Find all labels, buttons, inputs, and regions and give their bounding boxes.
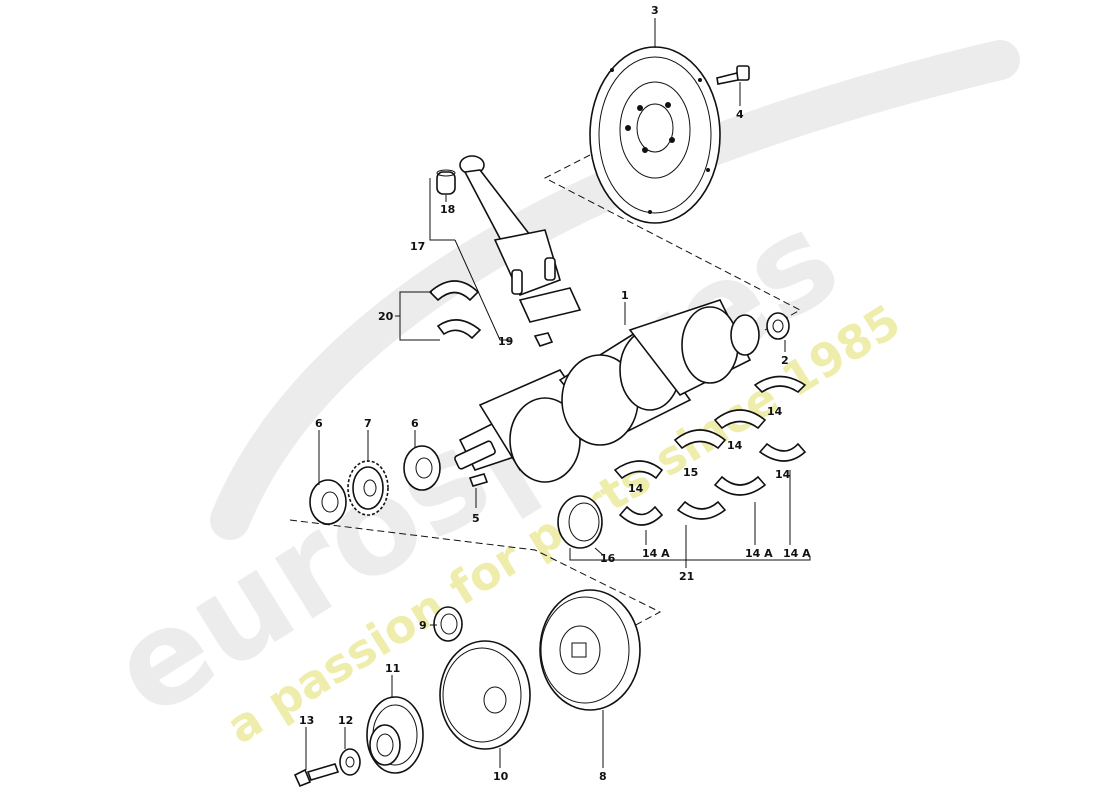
label-9: 9 xyxy=(419,619,427,632)
label-5: 5 xyxy=(472,512,480,525)
flywheel-bolt xyxy=(716,65,750,85)
label-11: 11 xyxy=(385,662,400,675)
part-labels: 3 4 1 2 18 17 20 19 6 7 6 5 14 14 14 14 … xyxy=(299,4,811,783)
pulley-hub xyxy=(366,696,424,774)
leader-lines xyxy=(305,18,811,770)
label-13: 13 xyxy=(299,714,314,727)
label-21: 21 xyxy=(679,570,694,583)
crankshaft xyxy=(454,299,760,483)
label-8: 8 xyxy=(599,770,607,783)
rod-bearing-shells xyxy=(428,280,482,340)
label-14-d: 14 xyxy=(628,482,644,495)
connecting-rod xyxy=(459,155,582,323)
label-16: 16 xyxy=(600,552,616,565)
label-14-a: 14 xyxy=(767,405,783,418)
label-15: 15 xyxy=(683,466,698,479)
flywheel xyxy=(589,46,721,224)
label-14A-b: 14 A xyxy=(745,547,773,560)
label-12: 12 xyxy=(338,714,353,727)
rod-nut xyxy=(533,332,554,347)
spacer-ring xyxy=(433,606,463,642)
label-6-right: 6 xyxy=(411,417,419,430)
label-18: 18 xyxy=(440,203,455,216)
woodruff-key xyxy=(468,473,489,487)
thrust-bearing-ring xyxy=(557,495,603,549)
main-bearing-shells xyxy=(613,375,807,526)
label-6-left: 6 xyxy=(315,417,323,430)
crank-pulley-large xyxy=(539,589,641,711)
washer-right xyxy=(403,445,441,491)
label-14A-c: 14 A xyxy=(783,547,811,560)
label-17: 17 xyxy=(410,240,425,253)
pulley-bolt xyxy=(293,763,340,788)
label-20: 20 xyxy=(378,310,394,323)
label-1: 1 xyxy=(621,289,629,302)
label-2: 2 xyxy=(781,354,789,367)
crank-pulley-middle xyxy=(439,640,531,750)
label-14A-a: 14 A xyxy=(642,547,670,560)
hub-washer xyxy=(339,748,361,776)
pilot-bearing xyxy=(766,312,790,340)
small-end-bush xyxy=(436,169,456,195)
label-7: 7 xyxy=(364,417,372,430)
label-3: 3 xyxy=(651,4,659,17)
washer-left xyxy=(309,479,347,525)
label-14-c: 14 xyxy=(775,468,791,481)
label-19: 19 xyxy=(498,335,513,348)
crank-gear xyxy=(347,460,389,516)
label-14-b: 14 xyxy=(727,439,743,452)
label-10: 10 xyxy=(493,770,509,783)
label-4: 4 xyxy=(736,108,744,121)
